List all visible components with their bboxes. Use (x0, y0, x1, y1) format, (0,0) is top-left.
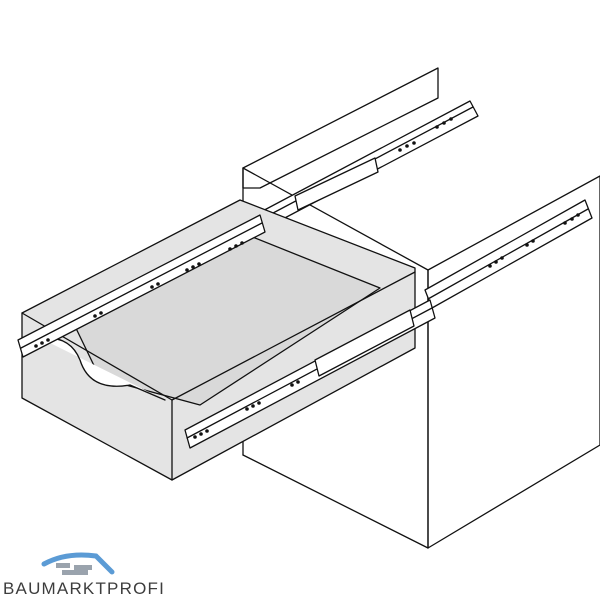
brand-name: BAUMARKTPROFI (3, 579, 166, 598)
drawer-left-slide-holes (34, 241, 244, 348)
drawer-box (21, 199, 416, 481)
drawer-right-slide (184, 299, 436, 449)
left-rail-holes (398, 117, 453, 152)
cabinet-right-side (427, 175, 600, 549)
roof-icon (41, 552, 115, 575)
drawer-left-slide (17, 214, 266, 358)
drawer-right-slide-holes (193, 380, 300, 439)
right-rail-holes (488, 213, 580, 268)
brand-logo: BAUMARKTPROFI (0, 548, 170, 600)
